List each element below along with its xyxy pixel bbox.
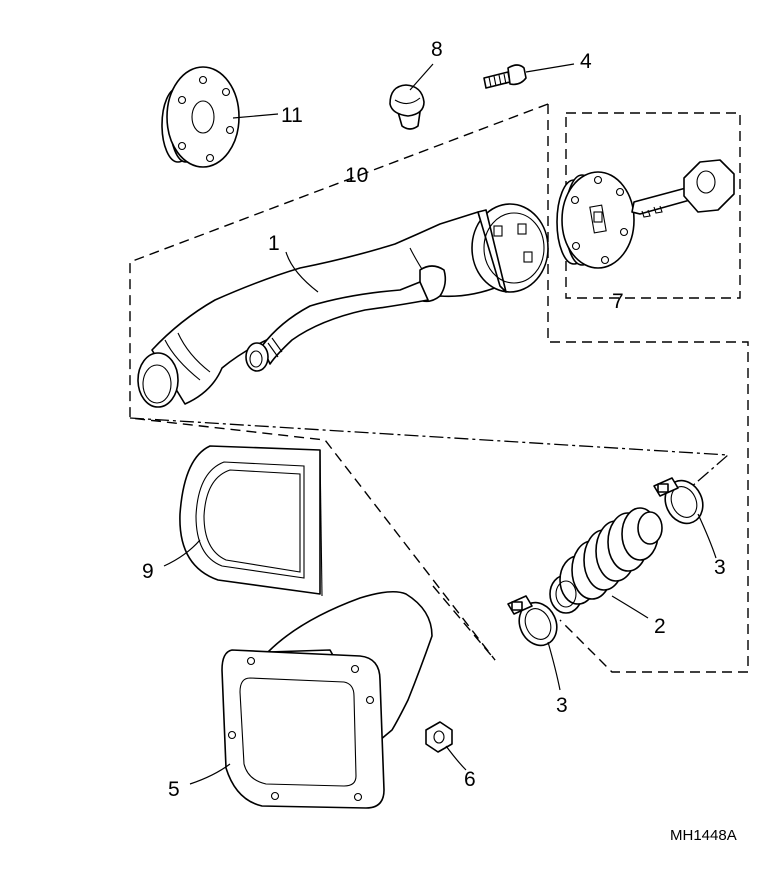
blanking-plug-part-11 — [161, 66, 240, 168]
callout-leader-lines — [163, 63, 717, 785]
hose-clamp-lower-part-3 — [507, 595, 558, 647]
callout-3-upper: 3 — [714, 556, 726, 579]
callout-11: 11 — [281, 104, 303, 127]
locking-cap-part-7 — [556, 171, 635, 269]
callout-7: 7 — [612, 290, 624, 313]
nut-part-6 — [425, 721, 453, 753]
filler-housing-part-5 — [221, 590, 433, 809]
seal-part-9 — [179, 445, 323, 597]
callout-labels: 1 2 3 3 4 5 6 7 8 9 10 11 — [142, 38, 726, 801]
callout-8: 8 — [431, 38, 443, 61]
key-icon — [631, 159, 735, 218]
assembly-boundary-lines — [129, 103, 749, 673]
callout-5: 5 — [168, 778, 180, 801]
callout-3-lower: 3 — [556, 694, 568, 717]
hose-clamp-upper-part-3 — [653, 477, 704, 525]
callout-6: 6 — [464, 768, 476, 791]
screw-part-4 — [483, 64, 527, 89]
bellows-hose-part-2 — [549, 507, 663, 614]
callout-9: 9 — [142, 560, 154, 583]
callout-1: 1 — [268, 232, 280, 255]
filler-neck-part-1 — [137, 203, 549, 408]
callout-10: 10 — [345, 164, 368, 187]
grommet-part-8 — [389, 84, 425, 130]
callout-2: 2 — [654, 615, 666, 638]
figure-reference-code: MH1448A — [670, 827, 737, 844]
callout-4: 4 — [580, 50, 592, 73]
